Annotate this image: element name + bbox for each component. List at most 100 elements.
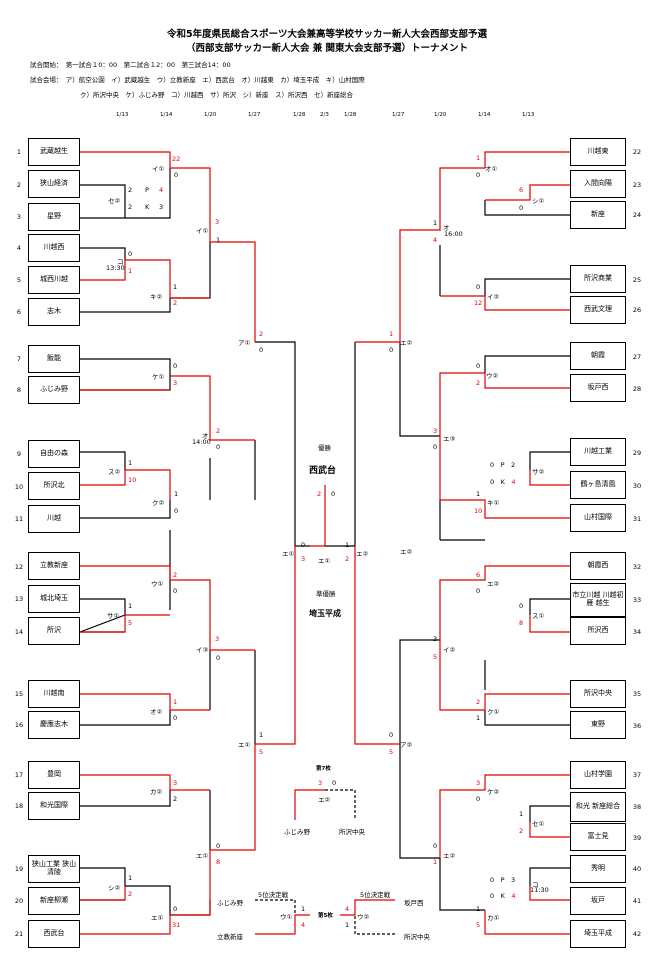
score-left: 3 [159, 203, 164, 211]
fifth-team-2: 立教新座 [217, 933, 243, 941]
score-right: 3 [433, 427, 438, 435]
team-box-6: 志木 [28, 298, 80, 326]
team-no-9: 9 [16, 450, 22, 458]
score-left: 2 [128, 890, 133, 898]
score-left: 3 [173, 779, 178, 787]
score-left: 1 [216, 236, 221, 244]
score-left: 0 [174, 507, 179, 515]
team-no-2: 2 [16, 181, 22, 189]
team-box-11: 川越 [28, 505, 80, 533]
team-no-34: 34 [632, 628, 642, 636]
venue-label: ア② [400, 741, 413, 749]
venue-label: エ② [487, 580, 500, 588]
venue-label: サ② [532, 468, 545, 476]
match-time: 13:30 [106, 264, 125, 272]
team-box-20: 新座柳瀬 [28, 887, 80, 915]
team-box-40: 秀明 [570, 855, 626, 883]
winner-name: 西武台 [309, 466, 337, 476]
runner-name: 埼玉平成 [309, 609, 341, 618]
venue-label: キ② [150, 293, 163, 301]
team-no-36: 36 [632, 722, 642, 730]
team-no-19: 19 [14, 865, 24, 873]
team-box-38: 和光 新座総合 [570, 792, 626, 822]
team-box-19: 狭山工業 狭山清陵 [28, 855, 80, 883]
final-venue: エ① [318, 557, 331, 565]
score-right: 3 [476, 779, 481, 787]
score-left: 0 [173, 362, 178, 370]
team-box-32: 朝霞西 [570, 552, 626, 580]
venue-label: イ① [152, 165, 165, 173]
team-box-31: 山村国際 [570, 504, 626, 532]
score-right: 4 [433, 236, 438, 244]
team-no-8: 8 [16, 386, 22, 394]
team-box-16: 慶應志木 [28, 711, 80, 739]
score-left: 1 [128, 459, 133, 467]
score-left: 22 [172, 155, 181, 163]
team-no-6: 6 [16, 308, 22, 316]
venue-label: ク② [152, 499, 165, 507]
score-right: 1 [476, 490, 481, 498]
match-time: 11:30 [530, 886, 549, 894]
fifth-venue-left: ウ① [280, 913, 293, 921]
venue-label: オ① [485, 165, 498, 173]
venue-label: エ② [443, 852, 456, 860]
venue-label: シ① [532, 197, 545, 205]
final-score: 0 [301, 541, 306, 549]
final-score-left: 2 [317, 490, 322, 498]
venue-label: エ② [400, 339, 413, 347]
score-left: 2 [128, 203, 133, 211]
final-score: 2 [345, 555, 350, 563]
venue-label: ウ② [486, 372, 499, 380]
date-semi-left: 1/28 [293, 112, 306, 118]
score-right: 0 K 4 [490, 478, 516, 486]
winner-label: 優勝 [318, 444, 331, 452]
score-left: 0 [216, 654, 221, 662]
venue-label: ス① [532, 612, 545, 620]
venue-label: エ① [238, 741, 251, 749]
venue-label: カ② [150, 788, 163, 796]
fifth-title-left: 5位決定戦 [258, 891, 289, 899]
score-right: 0 [433, 443, 438, 451]
date-round1-right: 1/13 [522, 112, 535, 118]
team-box-7: 飯能 [28, 345, 80, 373]
team-box-10: 所沢北 [28, 472, 80, 500]
team-no-1: 1 [16, 148, 22, 156]
third-score-left: 3 [318, 779, 323, 787]
date-round4-left: 1/27 [248, 112, 261, 118]
team-box-2: 狭山経済 [28, 170, 80, 198]
team-no-30: 30 [632, 482, 642, 490]
score-right: 5 [476, 921, 481, 929]
third-right-team: 所沢中央 [339, 828, 365, 836]
team-no-23: 23 [632, 181, 642, 189]
score-right: 5 [389, 748, 394, 756]
score-left: 2 [173, 299, 178, 307]
team-box-14: 所沢 [28, 617, 80, 645]
team-box-26: 西武文理 [570, 296, 626, 324]
fifth-team-4: 所沢中央 [404, 933, 430, 941]
score-right: 0 K 4 [490, 892, 516, 900]
pk-label: P [145, 186, 149, 194]
date-round4-right: 1/27 [392, 112, 405, 118]
team-box-25: 所沢商業 [570, 265, 626, 293]
fifth-score: 1 [301, 905, 306, 913]
team-no-13: 13 [14, 595, 24, 603]
fifth-venue-right: ウ② [357, 913, 370, 921]
fifth-score: 4 [345, 905, 350, 913]
score-right: 0 [389, 731, 394, 739]
team-no-41: 41 [632, 897, 642, 905]
score-left: 5 [128, 619, 133, 627]
score-left: 0 [173, 587, 178, 595]
third-left-team: ふじみ野 [284, 828, 310, 836]
score-left: 4 [159, 186, 164, 194]
score-right: 1 [476, 905, 481, 913]
match-time: 16:00 [444, 230, 463, 238]
venue-label: オ [202, 432, 209, 440]
team-no-26: 26 [632, 306, 642, 314]
team-box-39: 富士見 [570, 823, 626, 851]
team-no-12: 12 [14, 563, 24, 571]
venue-label: ケ② [487, 788, 500, 796]
team-no-5: 5 [16, 276, 22, 284]
team-no-25: 25 [632, 276, 642, 284]
team-no-42: 42 [632, 930, 642, 938]
score-right: 0 [389, 346, 394, 354]
